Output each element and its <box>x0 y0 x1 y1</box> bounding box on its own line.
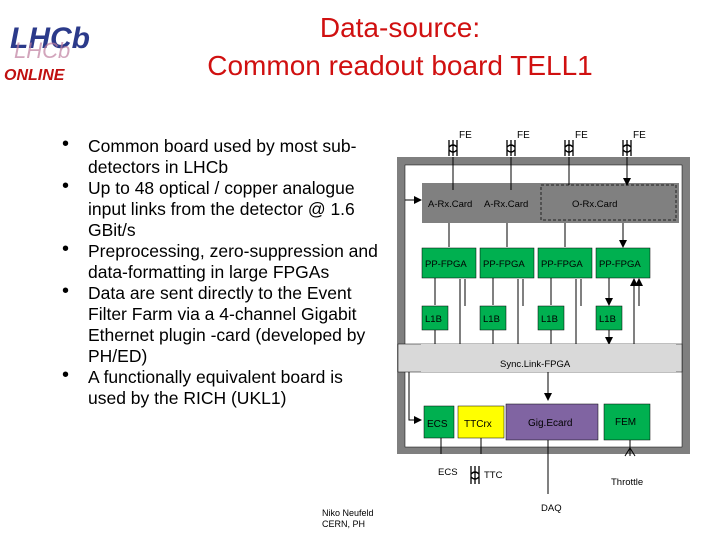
fe-label: FE <box>633 130 646 141</box>
throttle-label: Throttle <box>611 477 643 488</box>
bullet-item: •Data are sent directly to the Event Fil… <box>62 280 366 367</box>
ttcrx-label: TTCrx <box>464 419 492 430</box>
bullet-dot-icon: • <box>62 364 70 386</box>
pp-fpga-row: PP-FPGA PP-FPGA PP-FPGA PP-FPGA <box>421 247 651 279</box>
gig-ecard-box <box>505 403 599 441</box>
bottom-connector-icon <box>470 466 480 484</box>
bullet-dot-icon: • <box>62 280 70 302</box>
pp-fpga-label: PP-FPGA <box>483 259 525 270</box>
fe-label: FE <box>459 130 472 141</box>
fem-label: FEM <box>615 417 636 428</box>
ttc-out-label: TTC <box>484 470 503 481</box>
sync-link-body <box>421 344 676 372</box>
logo-sub: ONLINE <box>4 67 66 84</box>
bullet-dot-icon: • <box>62 175 70 197</box>
rx-card-label: A-Rx.Card <box>428 199 472 210</box>
ecs-box-label: ECS <box>427 419 448 430</box>
daq-label: DAQ <box>541 503 562 514</box>
l1b-label: L1B <box>425 314 442 325</box>
ecs-box <box>423 405 455 439</box>
bullet-item: •Preprocessing, zero-suppression and dat… <box>62 238 378 283</box>
internal-links <box>408 157 639 424</box>
footer-org: CERN, PH <box>322 519 366 529</box>
bullet-item: •A functionally equivalent board is used… <box>62 364 343 409</box>
logo-word: LHCb <box>10 22 90 55</box>
bottom-links <box>440 438 636 494</box>
fe-label: FE <box>517 130 530 141</box>
bullet-dot-icon: • <box>62 133 70 155</box>
rx-card-o <box>540 184 677 221</box>
title-line-1: Data-source: <box>319 12 481 43</box>
sync-link-label: Sync.Link-FPGA <box>500 359 571 370</box>
pp-fpga-label: PP-FPGA <box>541 259 583 270</box>
bullet-item: •Common board used by most sub-detectors… <box>62 133 357 178</box>
rx-card-a1 <box>426 190 476 216</box>
pp-fpga-label: PP-FPGA <box>425 259 467 270</box>
fe-connectors: FE FE FE FE <box>448 130 646 156</box>
l1b-label: L1B <box>599 314 616 325</box>
fe-label: FE <box>575 130 588 141</box>
fem-box <box>603 403 651 441</box>
l1b-label: L1B <box>483 314 500 325</box>
title-line-2: Common readout board TELL1 <box>207 50 593 81</box>
rx-card-label: A-Rx.Card <box>484 199 528 210</box>
rx-card-a2 <box>482 190 532 216</box>
ecs-out-label: ECS <box>438 467 458 478</box>
pp-fpga-label: PP-FPGA <box>599 259 641 270</box>
bullet-dot-icon: • <box>62 238 70 260</box>
bullet-list: •Common board used by most sub-detectors… <box>62 133 382 409</box>
footer-name: Niko Neufeld <box>322 508 374 518</box>
logo-reflection: LHCb <box>14 38 70 63</box>
fiber-connector-icon <box>448 140 632 156</box>
l1b-label: L1B <box>541 314 558 325</box>
lhcb-logo: LHCb LHCb ONLINE <box>4 22 90 84</box>
rx-card-label: O-Rx.Card <box>572 199 617 210</box>
footer: Niko Neufeld CERN, PH <box>322 508 374 530</box>
gig-ecard-label: Gig.Ecard <box>528 418 572 429</box>
bullet-item: •Up to 48 optical / copper analogue inpu… <box>62 175 355 241</box>
